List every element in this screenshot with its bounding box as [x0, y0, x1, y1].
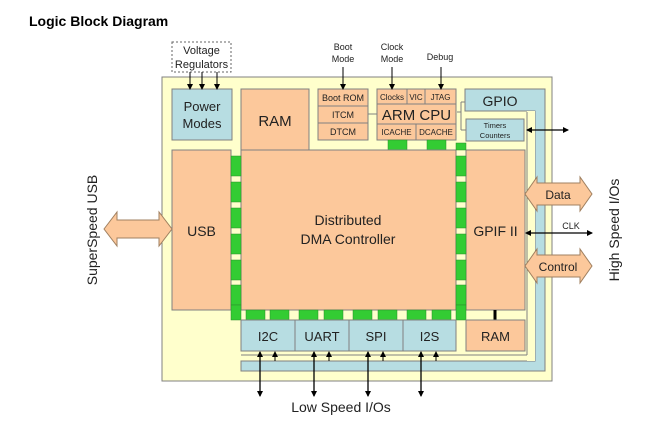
- control-bus-arrow: [524, 247, 593, 285]
- page-title: Logic Block Diagram: [29, 13, 169, 29]
- uart-label: UART: [304, 329, 339, 344]
- green-connector: [298, 309, 319, 321]
- superspeed-usb-label: SuperSpeed USB: [84, 175, 100, 286]
- clk-label: CLK: [562, 221, 580, 231]
- dma-label-1: Distributed: [315, 212, 382, 228]
- green-connector: [230, 207, 242, 229]
- boot-mode-label-2: Mode: [332, 54, 355, 64]
- low-speed-ios-label: Low Speed I/Os: [291, 399, 391, 415]
- dma-block: Distributed DMA Controller: [240, 149, 457, 311]
- clocks-label: Clocks: [380, 93, 404, 102]
- icache-label: ICACHE: [381, 128, 411, 137]
- green-connector: [230, 304, 242, 321]
- boot-rom-label: Boot ROM: [322, 93, 364, 103]
- counters-label: Counters: [480, 131, 511, 140]
- green-connector: [230, 284, 242, 306]
- green-connector: [377, 309, 398, 321]
- green-connector: [455, 304, 467, 321]
- voltage-regulators-line1: Voltage: [183, 45, 220, 57]
- green-connector: [455, 284, 467, 306]
- green-connector: [455, 233, 467, 255]
- inner-rail: [527, 111, 535, 361]
- green-connector: [269, 309, 290, 321]
- green-connector: [352, 309, 373, 321]
- jtag-label: JTAG: [431, 93, 451, 102]
- dma-gpif-connectors: [455, 142, 467, 321]
- i2s-block: I2S: [402, 319, 457, 352]
- arm-cpu-label: ARM CPU: [382, 107, 451, 124]
- usb-block: USB: [171, 149, 232, 311]
- spi-label: SPI: [366, 329, 387, 344]
- icache-dma-connector: [387, 139, 408, 151]
- modes-label: Modes: [182, 116, 222, 131]
- debug-label: Debug: [427, 52, 454, 62]
- high-speed-ios-label: High Speed I/Os: [606, 179, 622, 282]
- green-connector: [455, 259, 467, 281]
- itcm-label: ITCM: [332, 110, 354, 120]
- spi-block: SPI: [348, 319, 404, 352]
- control-label: Control: [539, 260, 578, 274]
- i2c-label: I2C: [258, 329, 278, 344]
- i2s-label: I2S: [420, 329, 440, 344]
- uart-block: UART: [294, 319, 350, 352]
- data-bus-arrow: [524, 175, 593, 213]
- green-connector: [406, 309, 427, 321]
- dcache-dma-connector: [426, 139, 447, 151]
- timers-counters-block: Timers Counters: [465, 118, 525, 142]
- green-connector: [230, 259, 242, 281]
- clock-mode-label-2: Mode: [381, 54, 404, 64]
- green-connector: [455, 207, 467, 229]
- ram-bottom-label: RAM: [481, 329, 510, 344]
- green-connector: [455, 181, 467, 203]
- voltage-regulators: Voltage Regulators: [171, 41, 232, 73]
- superspeed-usb-arrow: [103, 210, 173, 248]
- green-connector: [455, 142, 467, 151]
- green-connector: [455, 155, 467, 177]
- ram-top-label: RAM: [258, 113, 291, 130]
- usb-dma-connectors: [230, 155, 242, 321]
- dcache-label: DCACHE: [419, 128, 453, 137]
- memory-stack: Boot ROM ITCM DTCM: [317, 88, 369, 141]
- dma-label-2: DMA Controller: [301, 231, 396, 247]
- i2c-block: I2C: [240, 319, 296, 352]
- ram-top-block: RAM: [240, 88, 310, 151]
- dma-peripheral-connectors: [245, 309, 452, 321]
- green-connector: [431, 309, 452, 321]
- clock-mode-label: Clock: [381, 42, 404, 52]
- low-speed-io-arrows: [257, 351, 439, 397]
- boot-mode-label: Boot: [334, 42, 353, 52]
- arm-cpu-block: Clocks VIC JTAG ARM CPU ICACHE DCACHE: [376, 88, 457, 141]
- green-connector: [230, 181, 242, 203]
- power-modes-block: Power Modes: [171, 88, 233, 141]
- usb-label: USB: [187, 223, 216, 239]
- data-label: Data: [545, 188, 571, 202]
- cpu-gpio-bus: [457, 101, 466, 131]
- gpif-block: GPIF II: [465, 149, 526, 311]
- voltage-regulators-line2: Regulators: [175, 59, 229, 71]
- dtcm-label: DTCM: [330, 127, 356, 137]
- timers-label: Timers: [484, 121, 507, 130]
- vic-label: VIC: [409, 93, 423, 102]
- green-connector: [323, 309, 344, 321]
- ram-bottom-block: RAM: [465, 319, 526, 352]
- gpif-label: GPIF II: [473, 223, 517, 239]
- gpio-label: GPIO: [482, 93, 517, 109]
- green-connector: [245, 309, 266, 321]
- power-label: Power: [184, 99, 222, 114]
- green-connector: [230, 155, 242, 177]
- green-connector: [230, 233, 242, 255]
